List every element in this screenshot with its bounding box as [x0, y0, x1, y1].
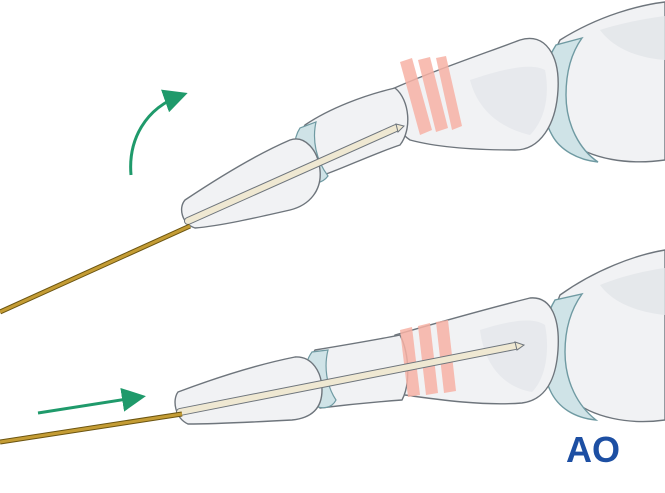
- ao-logo: AO: [566, 429, 620, 470]
- curved-arrow-icon: [129, 89, 188, 176]
- top-k-wire-intraosseous: [184, 123, 405, 225]
- top-k-wire-external: [0, 223, 192, 315]
- top-proximal-phalanx: [388, 37, 559, 151]
- top-osteotomy-bands: [400, 56, 462, 135]
- top-metatarsal-head: [542, 1, 665, 163]
- bottom-panel: [0, 249, 665, 445]
- straight-arrow-icon: [37, 387, 146, 415]
- bottom-k-wire-external: [0, 411, 183, 445]
- bottom-k-wire-intraosseous: [176, 341, 526, 416]
- bottom-metatarsal-head: [541, 249, 665, 423]
- top-panel: [0, 1, 665, 315]
